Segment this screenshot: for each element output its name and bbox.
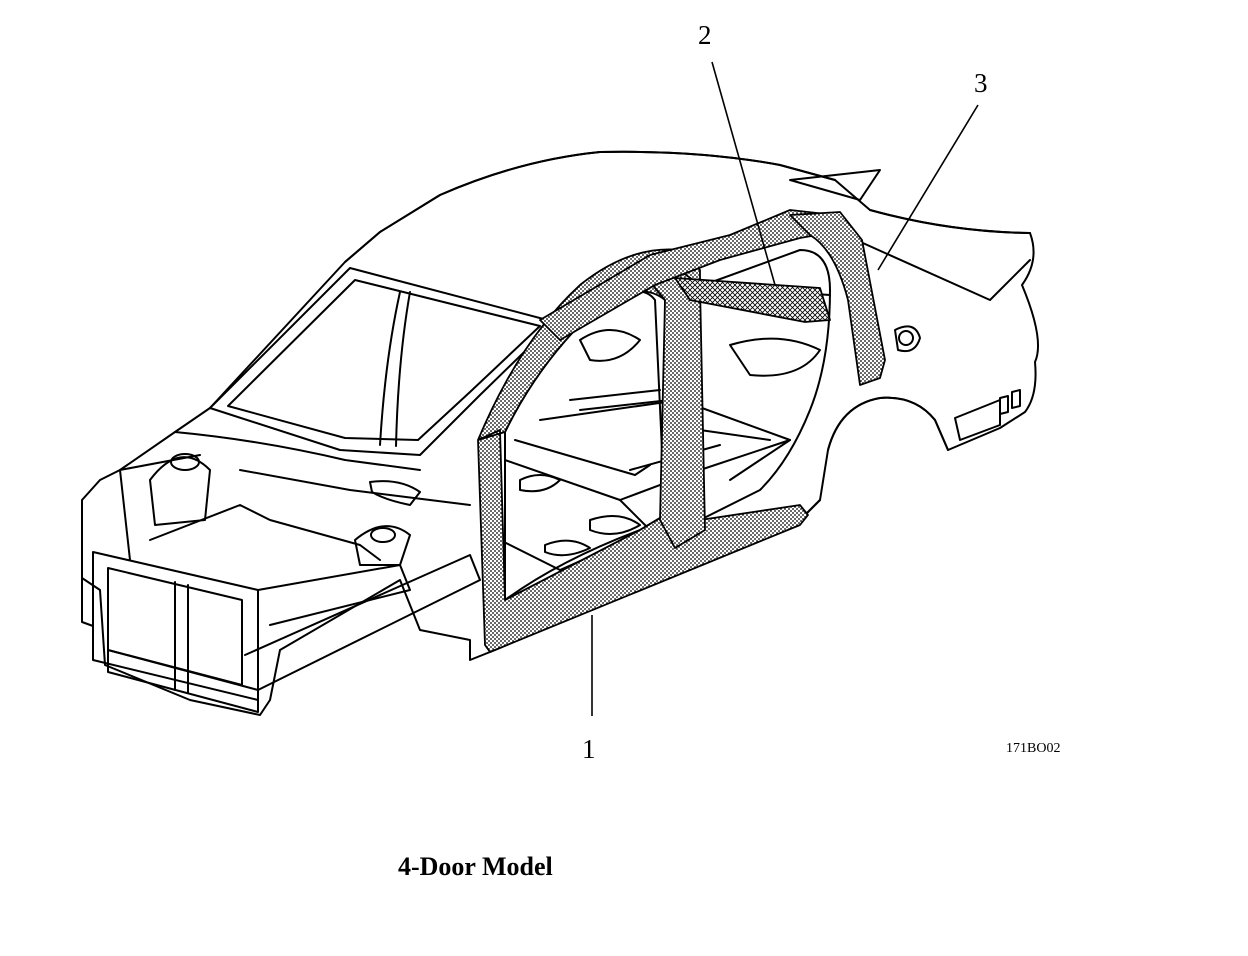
seat-crossmember [514, 439, 651, 476]
tail-detail [954, 399, 1001, 441]
strut-tower-left [149, 456, 211, 526]
tail-vent-2 [1011, 389, 1021, 409]
rear-seat-pan-2 [579, 329, 641, 362]
fuel-cap [898, 330, 914, 346]
floor-pan-3 [544, 539, 591, 557]
front-rail-left [257, 564, 411, 626]
a-pillar-inner [379, 291, 401, 446]
leader-line-3 [877, 104, 979, 271]
strut-mount-left [170, 453, 200, 471]
dash-panel [239, 469, 471, 506]
floor-pan-2 [589, 515, 641, 535]
a-pillar-inner-2 [395, 291, 411, 447]
reinforcement-parcel-shelf [674, 277, 831, 323]
tail-vent-1 [999, 395, 1009, 415]
trunk-line [844, 234, 1031, 301]
rear-wheel-arch [827, 396, 949, 451]
floor-rear [539, 399, 791, 481]
cowl-line [174, 431, 421, 471]
windshield-glass [227, 279, 541, 441]
rear-window-frame [789, 169, 881, 201]
strut-mount-right [370, 527, 396, 543]
callout-2: 2 [698, 20, 712, 50]
rear-floor-ribs [569, 389, 771, 441]
strut-tower-right [354, 525, 411, 566]
rear-quarter [869, 209, 1031, 234]
roof-edge [344, 150, 836, 263]
rear-door-opening [689, 249, 831, 521]
lower-crossmember [107, 649, 259, 713]
hood-hinge [369, 480, 421, 506]
engine-bay-floor [149, 504, 381, 561]
fuel-door [894, 325, 921, 353]
callout-3: 3 [974, 68, 988, 98]
front-bumper-beam [81, 577, 94, 627]
fender-apron [119, 454, 201, 561]
body-outline [81, 150, 1040, 716]
callout-1: 1 [582, 734, 596, 764]
floor-pan-1 [519, 474, 561, 493]
reinforcement-c-pillar [789, 211, 886, 386]
figure-caption: 4-Door Model [398, 852, 553, 881]
front-rail-right [244, 554, 481, 691]
figure-code: 171BO02 [1006, 741, 1061, 756]
windshield-frame [209, 267, 556, 456]
rear-seat-pan [729, 337, 821, 377]
leader-line-2 [711, 61, 776, 286]
